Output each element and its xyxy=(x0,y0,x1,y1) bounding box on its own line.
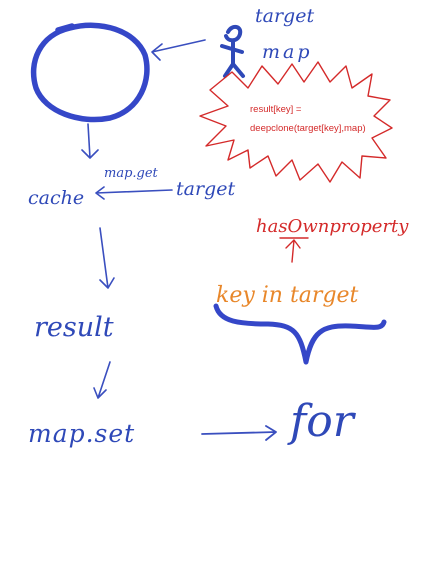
stick-figure-icon xyxy=(220,25,245,78)
arrow-cache-to-result xyxy=(99,227,115,289)
object-circle xyxy=(30,22,150,123)
bubble-line-1: result[key] = xyxy=(250,104,302,115)
curly-brace xyxy=(213,303,387,365)
label-result: result xyxy=(34,312,114,343)
arrow-map-set-to-for xyxy=(201,425,277,441)
arrow-figure-to-circle xyxy=(151,39,206,61)
explosion-bubble xyxy=(199,61,393,183)
label-map-get: map.get xyxy=(104,166,159,181)
label-target-top: target xyxy=(255,5,314,27)
bubble-line-2: deepclone(target[key],map) xyxy=(250,123,366,134)
arrow-result-to-map-set xyxy=(93,361,111,399)
label-has-own-property: hasOwnproperty xyxy=(256,216,409,237)
label-for: for xyxy=(287,396,357,447)
label-key-in-target: key in target xyxy=(216,283,359,308)
arrow-to-has-own-property xyxy=(279,237,309,263)
label-target-mid: target xyxy=(176,178,235,200)
label-map-set: map.set xyxy=(28,419,135,448)
arrow-circle-to-cache xyxy=(81,123,99,159)
label-map-top: map xyxy=(262,41,313,63)
arrow-target-to-cache xyxy=(95,186,173,200)
label-cache: cache xyxy=(28,187,84,209)
